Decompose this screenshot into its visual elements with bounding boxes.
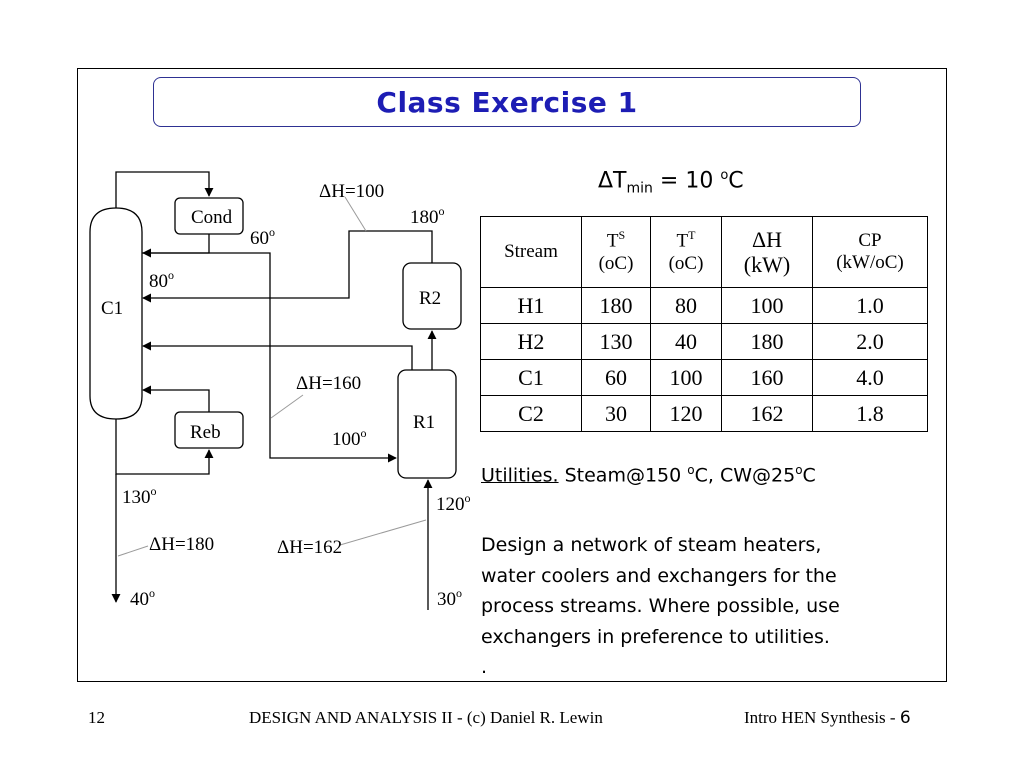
- reflux-line: [142, 234, 210, 258]
- stream-h1-line: [142, 230, 433, 303]
- header-cp: CP(kW/oC): [812, 216, 928, 288]
- dh100-pointer: [344, 196, 367, 232]
- t60-label: 60o: [250, 225, 275, 249]
- dh160-pointer: [270, 394, 304, 419]
- delta-t-min: ΔTmin = 10 oC: [598, 168, 744, 197]
- utilities-text: Utilities. Steam@150 oC, CW@25oC: [481, 463, 816, 487]
- task-description: Design a network of steam heaters, water…: [481, 530, 941, 683]
- t100-label: 100o: [332, 426, 367, 450]
- task-line: exchangers in preference to utilities.: [481, 625, 830, 648]
- slide-frame: [77, 68, 947, 682]
- dh180-label: ΔH=180: [149, 534, 214, 555]
- slide-title: Class Exercise 1: [376, 85, 638, 119]
- footer-page-number: 12: [88, 708, 105, 727]
- task-line: .: [481, 656, 488, 678]
- t130-label: 130o: [122, 484, 157, 508]
- overhead-vapor-line: [115, 171, 214, 208]
- task-line: process streams. Where possible, use: [481, 595, 840, 617]
- table-header-row: Stream TS(oC) TT(oC) ΔH(kW) CP(kW/oC): [480, 216, 928, 288]
- column-label: C1: [101, 298, 123, 319]
- t80-label: 80o: [149, 268, 174, 292]
- task-line: Design a network of steam heaters,: [481, 534, 822, 556]
- dh162-label: ΔH=162: [277, 537, 342, 558]
- stream-c1-line: [142, 252, 397, 463]
- t30-label: 30o: [437, 586, 462, 610]
- title-box: Class Exercise 1: [153, 77, 861, 127]
- reb-label: Reb: [190, 422, 221, 443]
- dh180-pointer: [117, 545, 149, 557]
- header-ts: TS(oC): [581, 216, 651, 288]
- t40-label: 40o: [130, 586, 155, 610]
- column-c1-vessel: [89, 207, 143, 420]
- header-tt: TT(oC): [650, 216, 722, 288]
- r1-label: R1: [413, 412, 435, 433]
- t180-label: 180o: [410, 204, 445, 228]
- header-dh: ΔH(kW): [721, 216, 813, 288]
- reboiler-return-line: [142, 385, 210, 412]
- t120-label: 120o: [436, 491, 471, 515]
- stream-h2-line: [115, 419, 214, 475]
- cond-label: Cond: [191, 207, 233, 228]
- dh162-pointer: [339, 519, 427, 546]
- r2-label: R2: [419, 288, 441, 309]
- footer-topic: Intro HEN Synthesis - 6: [744, 708, 911, 728]
- task-line: water coolers and exchangers for the: [481, 564, 837, 587]
- dh100-label: ΔH=100: [319, 181, 384, 202]
- footer-course: DESIGN AND ANALYSIS II - (c) Daniel R. L…: [249, 708, 603, 727]
- column-feed-line: [142, 341, 413, 370]
- header-stream: Stream: [480, 216, 582, 288]
- dh160-label: ΔH=160: [296, 373, 361, 394]
- reactor-r1-box: [397, 369, 457, 479]
- stream-data-table: Stream TS(oC) TT(oC) ΔH(kW) CP(kW/oC) H1…: [480, 216, 928, 432]
